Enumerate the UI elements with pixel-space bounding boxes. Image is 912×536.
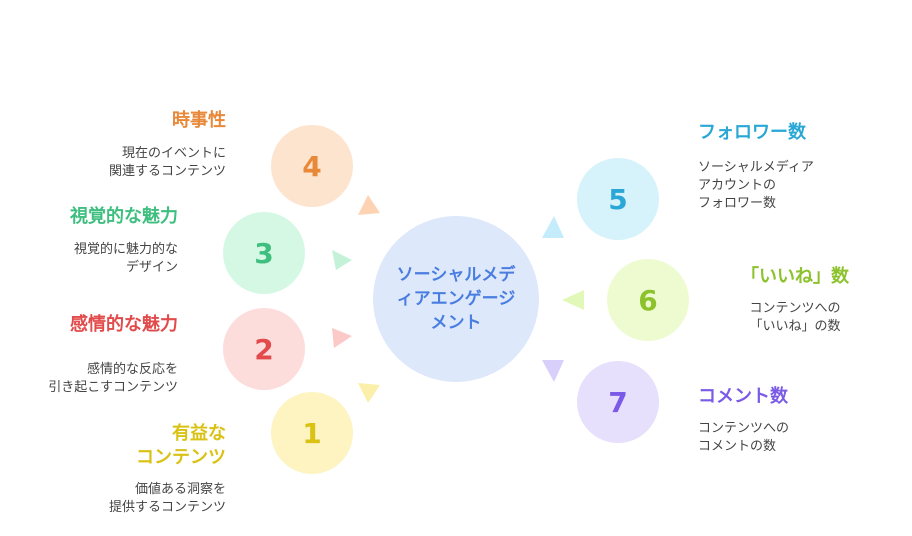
node-desc-5: ソーシャルメディア アカウントの フォロワー数 <box>698 160 814 211</box>
node-title-2: 感情的な魅力 <box>70 314 178 335</box>
node-circle-7: 7 <box>577 361 659 443</box>
node-desc-4: 現在のイベントに 関連するコンテンツ <box>108 146 226 179</box>
node-circle-6: 6 <box>607 259 689 341</box>
node-title-7: コメント数 <box>698 386 788 407</box>
node-title-4: 時事性 <box>172 110 226 131</box>
center-hub: ソーシャルメディアエンゲージメント <box>373 216 539 382</box>
node-desc-2: 感情的な反応を 引き起こすコンテンツ <box>48 362 178 395</box>
node-circle-3: 3 <box>223 212 305 294</box>
node-circle-2: 2 <box>223 308 305 390</box>
node-number-1: 1 <box>302 416 322 450</box>
node-number-6: 6 <box>638 283 658 317</box>
node-circle-1: 1 <box>271 392 353 474</box>
node-desc-7: コンテンツへの コメントの数 <box>698 421 790 454</box>
pointer-triangle-4 <box>358 195 380 215</box>
node-desc-1: 価値ある洞察を 提供するコンテンツ <box>108 482 226 515</box>
node-desc-6: コンテンツへの 「いいね」の数 <box>749 301 841 334</box>
node-number-5: 5 <box>608 182 628 216</box>
node-title-3: 視覚的な魅力 <box>70 206 178 227</box>
node-title-5: フォロワー数 <box>698 122 806 143</box>
node-number-4: 4 <box>302 149 322 183</box>
node-number-3: 3 <box>254 236 274 270</box>
node-title-1: 有益な コンテンツ <box>136 423 226 468</box>
pointer-triangle-5 <box>542 216 564 238</box>
pointer-triangle-7 <box>542 360 564 382</box>
center-label: ソーシャルメディアエンゲージメント <box>396 265 516 333</box>
node-circle-4: 4 <box>271 125 353 207</box>
pointer-triangle-3 <box>332 250 352 270</box>
node-title-6: 「いいね」数 <box>741 266 849 287</box>
pointer-triangle-1 <box>358 383 380 403</box>
node-circle-5: 5 <box>577 158 659 240</box>
node-number-7: 7 <box>608 385 628 419</box>
pointer-triangle-2 <box>332 328 352 348</box>
node-number-2: 2 <box>254 332 274 366</box>
pointer-triangle-6 <box>562 290 584 310</box>
node-desc-3: 視覚的に魅力的な デザイン <box>73 242 178 275</box>
